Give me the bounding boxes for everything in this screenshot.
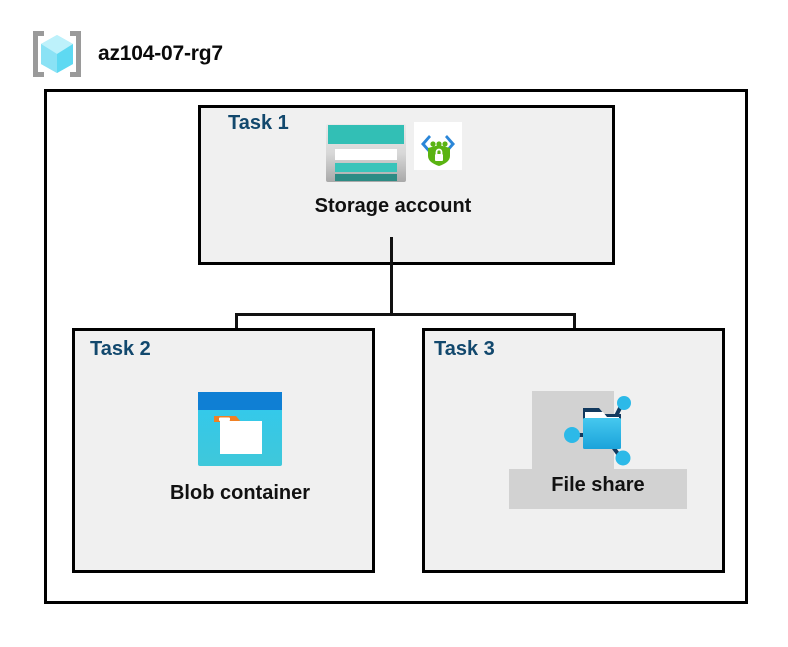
storage-account-icon-group xyxy=(324,122,462,184)
task-3-label: Task 3 xyxy=(434,338,495,360)
task-2-box xyxy=(72,328,375,573)
node-file-share: File share xyxy=(503,392,693,496)
connector-root-stem xyxy=(390,237,393,315)
blob-container-icon xyxy=(196,390,284,468)
task-2-label: Task 2 xyxy=(90,338,151,360)
file-share-label-highlight xyxy=(509,469,687,509)
file-share-icon xyxy=(559,392,637,468)
private-endpoint-shield-icon xyxy=(414,122,462,170)
resource-group-header: az104-07-rg7 xyxy=(30,28,223,80)
storage-account-label: Storage account xyxy=(314,195,472,217)
task-1-box xyxy=(198,105,615,265)
resource-group-icon xyxy=(30,28,84,80)
task-1-label: Task 1 xyxy=(228,112,289,134)
file-share-label: File share xyxy=(551,474,645,496)
storage-account-icon xyxy=(324,122,408,184)
blob-container-label: Blob container xyxy=(169,482,310,504)
node-blob-container: Blob container xyxy=(145,390,335,504)
connector-bus xyxy=(235,313,576,316)
node-storage-account: Storage account xyxy=(288,122,498,217)
page-title: az104-07-rg7 xyxy=(98,42,223,65)
